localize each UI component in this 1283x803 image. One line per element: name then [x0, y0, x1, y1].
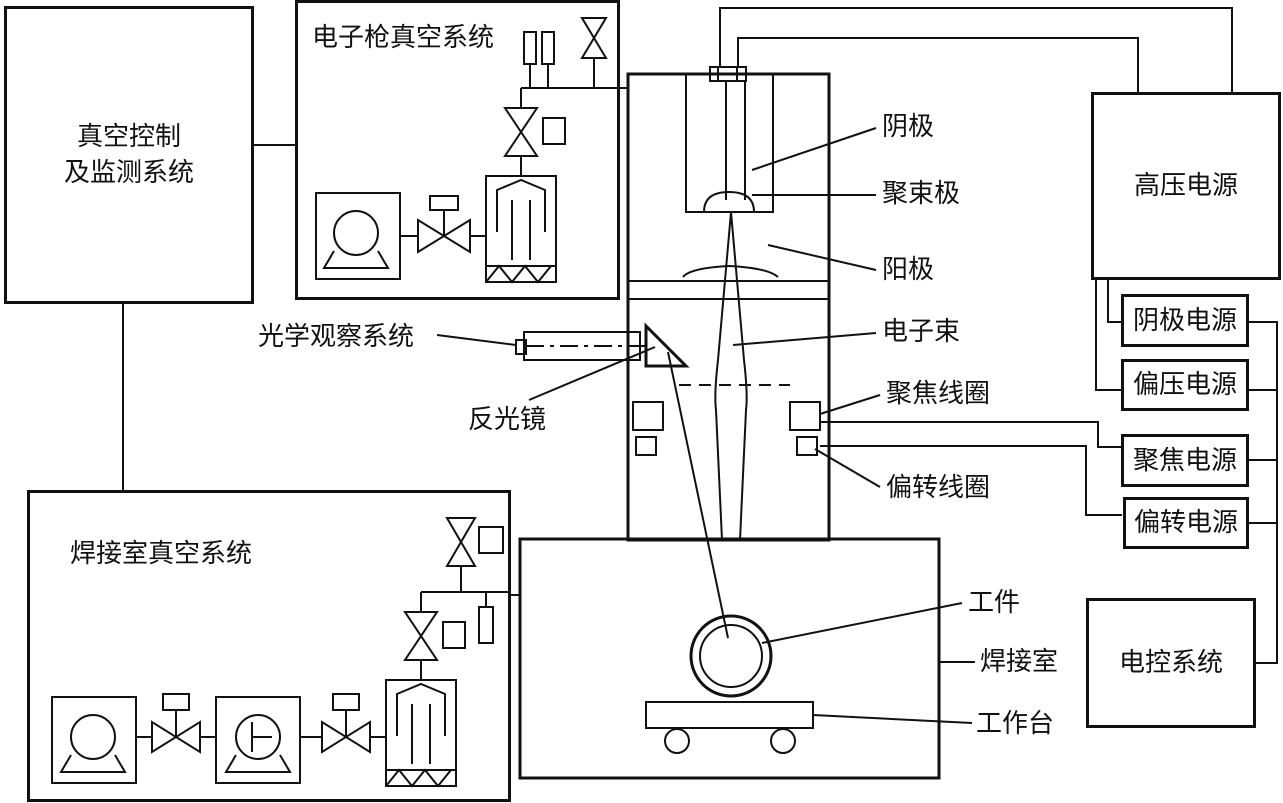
chamber-label: 焊接室	[980, 647, 1059, 677]
vacuum-control-box: 真空控制 及监测系统	[4, 6, 254, 304]
anode-label: 阳极	[882, 255, 935, 285]
hv-power-box: 高压电源	[1091, 92, 1281, 280]
electric-control-label: 电控系统	[1118, 648, 1223, 678]
bias-power-box: 偏压电源	[1121, 359, 1249, 411]
hv-power-label: 高压电源	[1133, 171, 1238, 201]
gun-vacuum-label: 电子枪真空系统	[312, 23, 495, 53]
optical-system-label: 光学观察系统	[258, 322, 415, 352]
vacuum-control-line2: 及监测系统	[63, 158, 194, 188]
chamber-vacuum-box: 焊接室真空系统	[27, 490, 511, 802]
focus-coil-label: 聚焦线圈	[886, 379, 991, 409]
table-label: 工作台	[976, 709, 1055, 739]
gun-vacuum-box: 电子枪真空系统	[295, 0, 620, 300]
welding-chamber	[518, 537, 941, 780]
electron-gun-column	[626, 66, 831, 542]
electron-beam-label: 电子束	[882, 317, 961, 347]
workpiece-label: 工件	[968, 588, 1021, 618]
cathode-label: 阴极	[882, 112, 935, 142]
gun-vacuum-drawing	[315, 17, 618, 284]
focus-electrode-label: 聚束极	[882, 179, 961, 209]
cathode-power-label: 阴极电源	[1132, 305, 1237, 336]
chamber-vacuum-drawing	[51, 517, 509, 788]
power-wiring	[719, 7, 1278, 664]
optical-system-drawing	[515, 322, 729, 639]
focus-power-label: 聚焦电源	[1132, 445, 1237, 476]
callout-leaders	[436, 127, 975, 724]
focus-power-box: 聚焦电源	[1121, 434, 1249, 487]
bias-power-label: 偏压电源	[1132, 370, 1237, 400]
cathode-power-box: 阴极电源	[1121, 294, 1249, 347]
chamber-vacuum-label: 焊接室真空系统	[70, 539, 253, 569]
vacuum-control-line1: 真空控制	[76, 122, 181, 152]
deflect-power-label: 偏转电源	[1133, 508, 1238, 538]
mirror-label: 反光镜	[468, 405, 547, 435]
deflect-coil-label: 偏转线圈	[886, 473, 991, 503]
electric-control-box: 电控系统	[1086, 598, 1256, 728]
deflect-power-box: 偏转电源	[1123, 497, 1249, 549]
